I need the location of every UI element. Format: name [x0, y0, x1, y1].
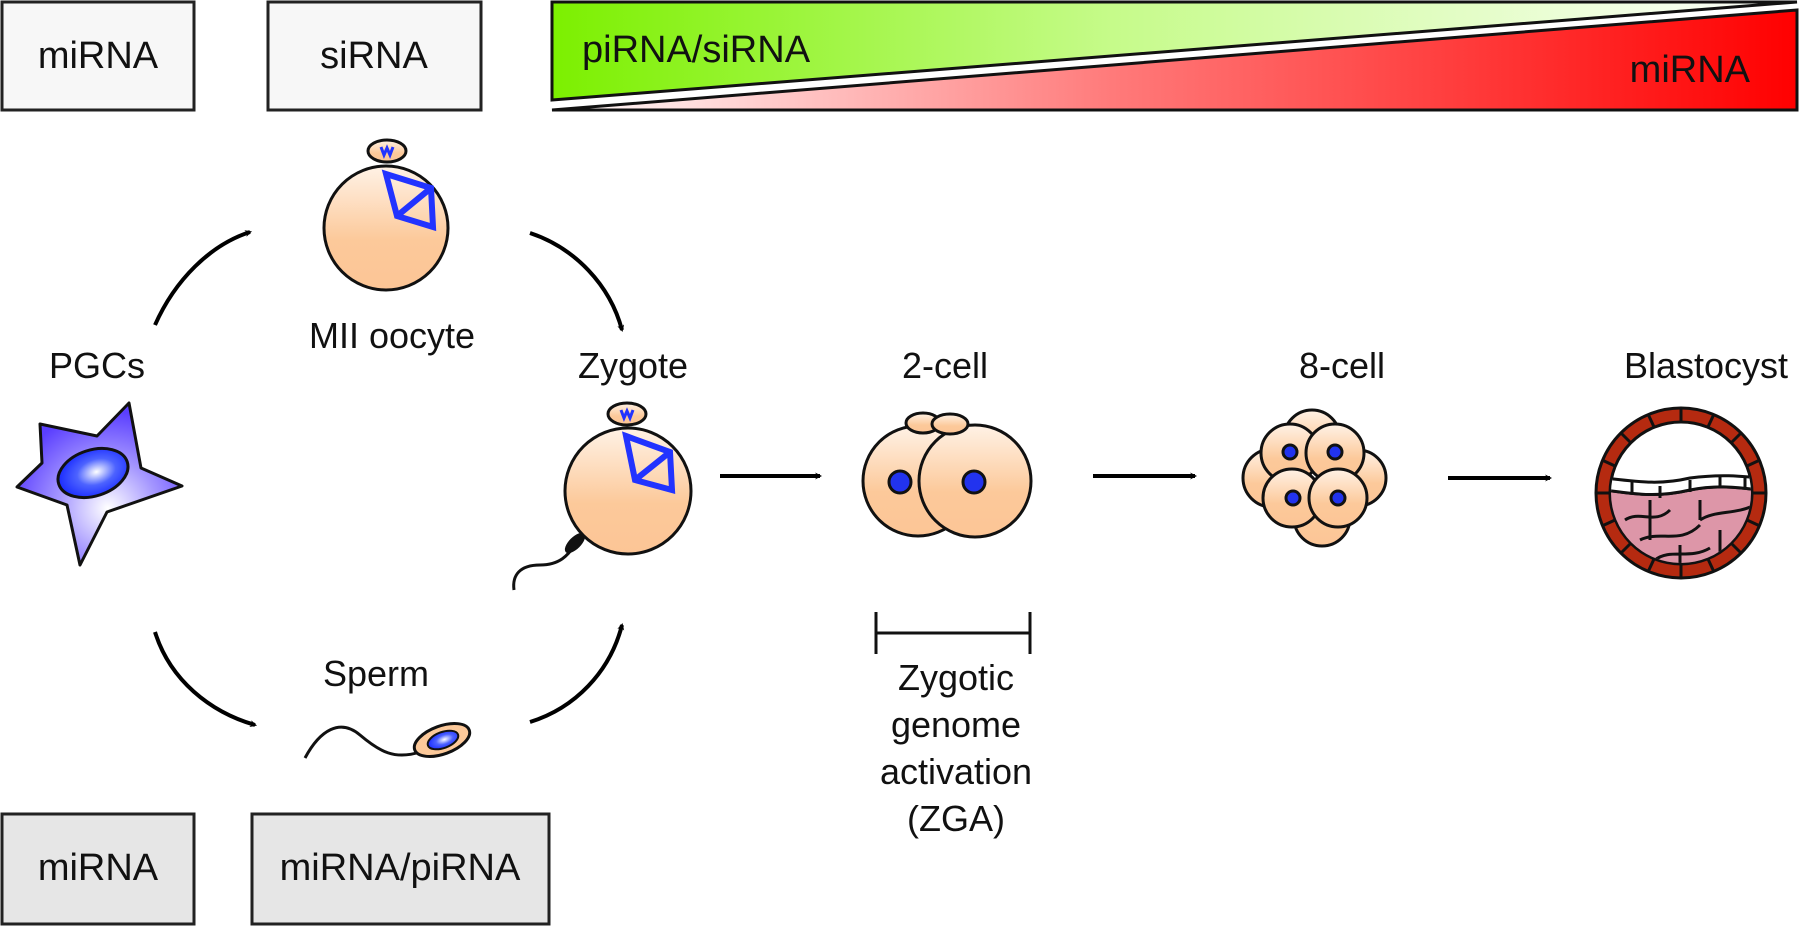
two-cell-embryo: [861, 411, 1033, 539]
sperm-small-rna-box-mirna-pirna: miRNA/piRNA: [250, 812, 551, 926]
spindle-icon: [621, 431, 676, 494]
nucleus-icon: [1281, 443, 1299, 461]
polar-body-icon: [930, 412, 970, 436]
nucleus-icon: [1326, 443, 1344, 461]
nucleus-icon: [1284, 489, 1302, 507]
trophectoderm-segments: [1596, 408, 1766, 578]
zygote: [512, 401, 693, 591]
label-2-cell: 2-cell: [902, 345, 988, 386]
small-rna-gradient-bar: piRNA/siRNA miRNA: [550, 0, 1799, 112]
arrow-oocyte-to-zygote: [529, 231, 625, 333]
spindle-icon: [381, 169, 437, 232]
nucleus-icon: [1329, 489, 1347, 507]
zga-line: genome: [891, 704, 1021, 745]
zga-line: (ZGA): [907, 798, 1005, 839]
sperm-tail-icon: [303, 725, 421, 759]
box-label: miRNA: [38, 847, 159, 889]
green-wedge: [550, 0, 1798, 102]
sperm-tail-icon: [512, 544, 577, 591]
label-mii-oocyte: MII oocyte: [309, 315, 475, 356]
label-sperm: Sperm: [323, 653, 429, 694]
arrow-sperm-to-zygote: [529, 622, 625, 724]
label-pgcs: PGCs: [49, 345, 145, 386]
box-label: miRNA: [38, 35, 159, 77]
gradient-left-label: piRNA/siRNA: [582, 29, 811, 71]
chromosome-icon: [379, 144, 395, 160]
chromosome-icon: [619, 407, 635, 423]
sperm-nucleus-icon: [426, 729, 460, 751]
nucleus-icon: [887, 469, 913, 495]
nucleus-icon: [961, 469, 987, 495]
zga-line: activation: [880, 751, 1032, 792]
zga-bracket: [874, 612, 1032, 654]
label-8-cell: 8-cell: [1299, 345, 1385, 386]
blastocyst: [1594, 406, 1768, 580]
oocyte-small-rna-box-sirna: siRNA: [266, 0, 483, 112]
label-zygote: Zygote: [578, 345, 688, 386]
box-label: siRNA: [320, 35, 428, 77]
mii-oocyte: [322, 138, 450, 292]
sperm-small-rna-box-mirna: miRNA: [0, 812, 196, 926]
zga-label: Zygotic genome activation (ZGA): [880, 657, 1032, 839]
box-label: miRNA/piRNA: [280, 847, 521, 889]
red-wedge: [551, 8, 1799, 112]
sperm-cell: [303, 722, 472, 759]
sperm-head-icon: [564, 532, 586, 554]
zga-line: Zygotic: [898, 657, 1014, 698]
pgc-nucleus-icon: [56, 446, 130, 500]
label-blastocyst: Blastocyst: [1624, 345, 1788, 386]
gradient-right-label: miRNA: [1630, 49, 1751, 91]
arrow-pgc-to-oocyte: [153, 230, 252, 326]
arrow-pgc-to-sperm: [153, 631, 258, 728]
pgc-cell: [15, 401, 184, 567]
eight-cell-embryo: [1241, 408, 1388, 548]
oocyte-small-rna-box-mirna: miRNA: [0, 0, 196, 112]
